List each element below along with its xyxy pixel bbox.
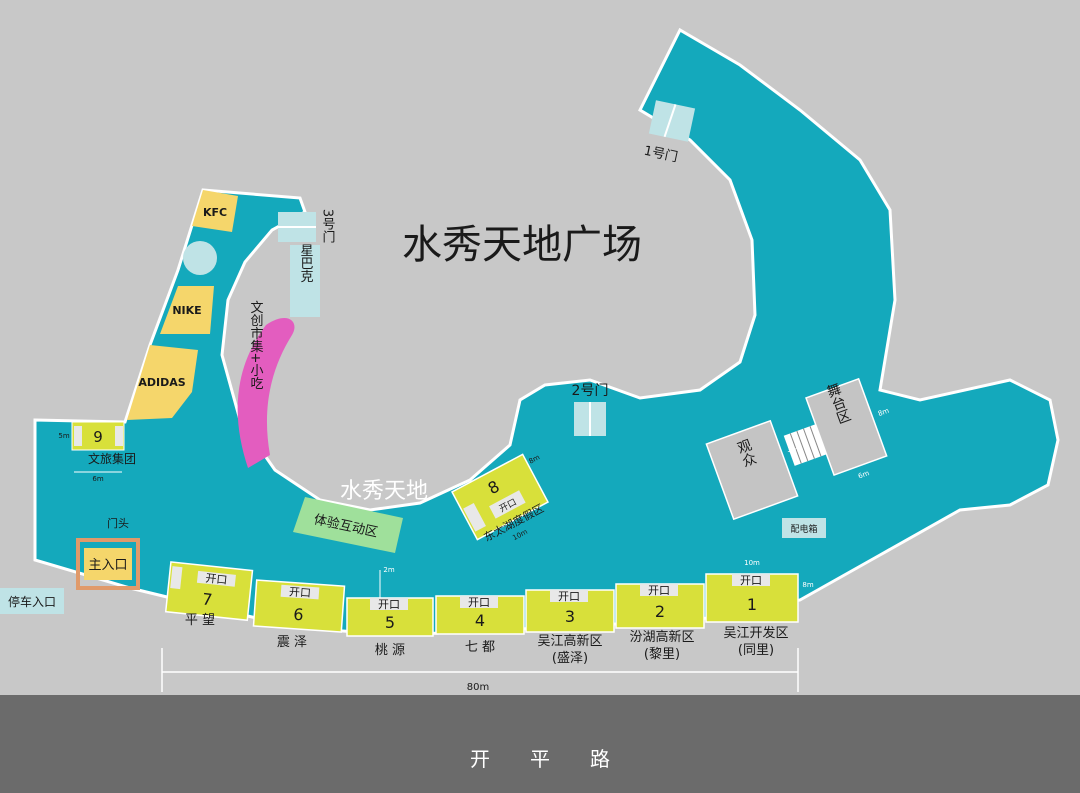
- booth-7-label: 平 望: [185, 612, 215, 628]
- total-width-marker: 80m: [161, 648, 799, 693]
- gap-label: 2m: [383, 566, 394, 574]
- booth-3-label: 吴江高新区: [537, 633, 602, 649]
- gate-1[interactable]: 1号门: [642, 100, 696, 166]
- booth-4-number: 4: [475, 611, 485, 630]
- plaza-subtitle: 水秀天地: [340, 479, 428, 504]
- booth-4-open: 开口: [468, 596, 490, 609]
- booth-9[interactable]: 9 文旅集团 6m 5m: [58, 421, 136, 483]
- booth-4[interactable]: 开口 4: [435, 595, 525, 635]
- gate-3-label: 3号门: [320, 209, 336, 244]
- booth-2[interactable]: 开口 2: [615, 583, 705, 629]
- power-box[interactable]: 配电箱: [782, 518, 826, 538]
- booth-3[interactable]: 开口 3: [525, 589, 615, 633]
- booth-1-label: 吴江开发区: [723, 625, 788, 641]
- booth-7-number: 7: [201, 589, 213, 609]
- experience-zone[interactable]: 体验互动区: [293, 497, 403, 553]
- nike-shop[interactable]: NIKE: [160, 286, 214, 334]
- booth-9-height: 5m: [58, 432, 69, 440]
- booth-7[interactable]: 开口 7: [164, 561, 254, 622]
- kfc-label: KFC: [203, 206, 227, 219]
- booth-1-sublabel: (同里): [738, 643, 774, 658]
- booth-6-number: 6: [293, 605, 304, 625]
- power-box-label: 配电箱: [790, 523, 817, 535]
- total-width-label: 80m: [467, 682, 489, 693]
- booth-3-sublabel: (盛泽): [552, 651, 588, 666]
- parking-entrance[interactable]: 停车入口: [0, 588, 64, 614]
- stage-area[interactable]: 舞台区 6m 8m: [804, 368, 908, 488]
- gate-1-label: 1号门: [642, 144, 679, 166]
- starbucks[interactable]: 星巴克: [290, 244, 320, 318]
- plaza-area: [33, 27, 1060, 637]
- booth-6-label: 震 泽: [277, 635, 307, 650]
- booth-5-open: 开口: [378, 598, 400, 611]
- parking-label: 停车入口: [8, 594, 56, 609]
- gate-2[interactable]: 2号门: [572, 383, 609, 436]
- booth-2-open: 开口: [648, 584, 670, 597]
- road: [0, 695, 1080, 793]
- adidas-shop[interactable]: ADIDAS: [127, 345, 198, 420]
- door-head-label: 门头: [107, 516, 129, 530]
- market-label: 文创市集+小吃: [248, 301, 264, 390]
- stage-width: 6m: [857, 469, 870, 480]
- booth-3-open: 开口: [558, 590, 580, 603]
- booth-1-width: 10m: [744, 559, 760, 567]
- booth-6-open: 开口: [289, 585, 312, 600]
- market-area[interactable]: 文创市集+小吃: [237, 301, 295, 468]
- booth-4-label: 七 都: [465, 640, 495, 655]
- main-entrance[interactable]: 主入口 门头: [76, 516, 140, 590]
- starbucks-label: 星巴克: [298, 244, 314, 284]
- kfc-shop[interactable]: KFC: [192, 190, 238, 232]
- booth-7-open: 开口: [205, 572, 228, 587]
- nike-label: NIKE: [172, 304, 201, 317]
- booth-1-height: 8m: [802, 581, 813, 589]
- booth-9-number: 9: [93, 428, 103, 446]
- gate-3[interactable]: 3号门: [278, 209, 335, 244]
- road-label: 开 平 路: [470, 747, 610, 771]
- booth-2-label: 汾湖高新区: [629, 629, 694, 645]
- booth-1-number: 1: [747, 595, 757, 614]
- stage-height: 8m: [877, 407, 890, 418]
- booth-5-label: 桃 源: [375, 643, 405, 658]
- main-entrance-label: 主入口: [88, 558, 127, 573]
- adidas-label: ADIDAS: [138, 376, 185, 389]
- audience-area[interactable]: 观众: [705, 419, 799, 521]
- booth-9-width: 6m: [92, 475, 103, 483]
- booth-2-sublabel: (黎里): [644, 647, 680, 662]
- booth-6[interactable]: 开口 6: [252, 579, 346, 633]
- stairs-depth: 3m: [787, 446, 798, 454]
- plaza-title: 水秀天地广场: [402, 222, 642, 268]
- booth-2-number: 2: [655, 602, 665, 621]
- booth-1-open: 开口: [740, 574, 762, 587]
- gate-2-label: 2号门: [572, 383, 609, 399]
- booth-3-number: 3: [565, 607, 575, 626]
- booth-9-label: 文旅集团: [88, 451, 136, 466]
- booth-5[interactable]: 开口 5: [346, 597, 434, 637]
- booth-1[interactable]: 开口 1: [705, 573, 799, 623]
- fountain-circle: [183, 241, 217, 275]
- booth-5-number: 5: [385, 613, 395, 632]
